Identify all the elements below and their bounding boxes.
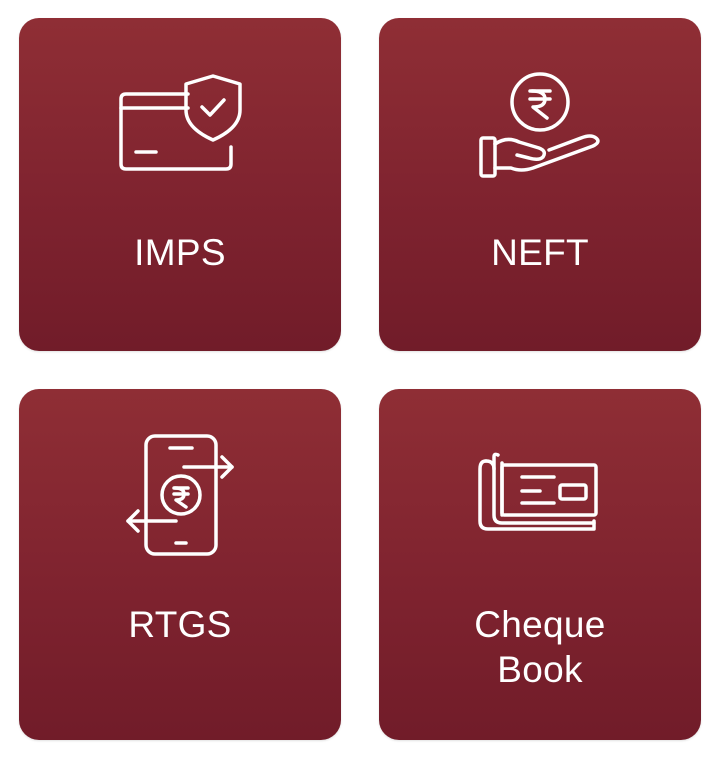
imps-tile[interactable]: IMPS: [19, 18, 341, 351]
tile-label: IMPS: [134, 232, 226, 273]
cheque-book-icon: [478, 433, 602, 537]
cheque-book-tile[interactable]: Cheque Book: [379, 389, 701, 740]
card-shield-icon: [118, 72, 242, 176]
tile-label: Cheque Book: [474, 604, 606, 690]
tile-label: NEFT: [491, 232, 589, 273]
neft-tile[interactable]: NEFT: [379, 18, 701, 351]
tile-label: RTGS: [128, 604, 232, 645]
hand-rupee-coin-icon: [477, 72, 603, 182]
phone-rupee-transfer-icon: [124, 433, 236, 557]
rtgs-tile[interactable]: RTGS: [19, 389, 341, 740]
